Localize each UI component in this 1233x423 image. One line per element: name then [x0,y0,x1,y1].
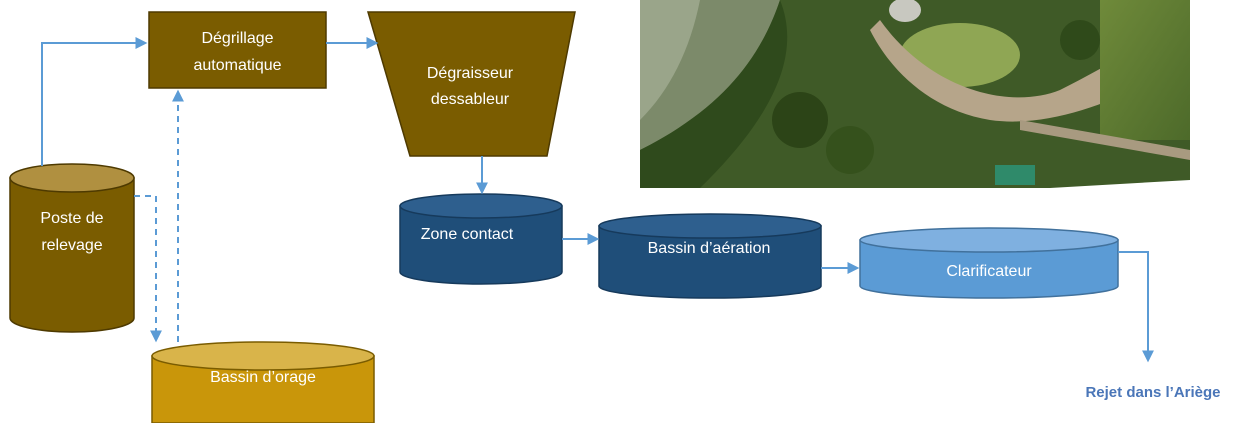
arrow-poste-to-degrillage [41,37,148,166]
clarificateur-cylinder: Clarificateur [859,227,1119,299]
poste-label-line2: relevage [41,237,102,254]
degrillage-label-line1: Dégrillage [201,30,273,47]
arrow-poste-to-orage-dashed [134,195,162,343]
aerial-photo [640,0,1190,188]
connectors [41,37,1154,363]
poste-relevage-cylinder: Poste de relevage [9,163,135,333]
orage-label: Bassin d’orage [210,369,316,386]
zone-contact-cylinder: Zone contact [399,193,563,285]
degraisseur-label-line1: Dégraisseur [427,65,514,82]
contact-label: Zone contact [421,226,514,243]
aeration-label: Bassin d’aération [648,240,771,257]
clarificateur-label: Clarificateur [946,263,1032,280]
bassin-orage-cylinder: Bassin d’orage [151,341,375,423]
degrillage-label-line2: automatique [193,57,281,74]
bassin-aeration-cylinder: Bassin d’aération [598,213,822,299]
degrillage-box: Dégrillage automatique [148,11,327,89]
poste-label-line1: Poste de [40,210,103,227]
outlet-label: Rejet dans l’Ariège [1085,384,1220,401]
degraisseur-trapezoid: Dégraisseur dessableur [367,11,576,157]
arrow-clarificateur-to-outlet [1118,251,1154,363]
degraisseur-label-line2: dessableur [431,91,510,108]
